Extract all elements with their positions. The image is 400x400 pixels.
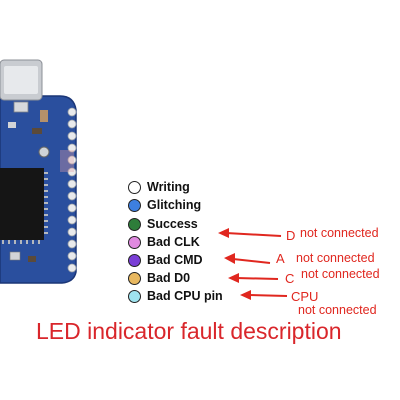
caption: LED indicator fault description [36, 318, 342, 344]
legend-label-bad-clk: Bad CLK [147, 235, 200, 249]
legend-label-bad-cmd: Bad CMD [147, 253, 203, 267]
arrow-cpu [240, 290, 288, 300]
legend-label-success: Success [147, 217, 198, 231]
legend-item-success: Success [128, 215, 198, 233]
legend-item-bad-d0: Bad D0 [128, 269, 190, 287]
legend-label-glitching: Glitching [147, 198, 202, 212]
legend-label-bad-cpu-pin: Bad CPU pin [147, 289, 223, 303]
arrow-a [224, 253, 271, 264]
arrow-c [228, 273, 279, 283]
arrow-d [218, 228, 282, 238]
legend-item-writing: Writing [128, 178, 190, 196]
led-dot-bad-cmd [128, 253, 141, 267]
annotation-a-code: A [276, 251, 285, 266]
annotation-a-text: not connected [296, 251, 375, 265]
annotation-c-code: C [285, 271, 295, 286]
annotation-d-code: D [286, 228, 296, 243]
legend-item-bad-cpu-pin: Bad CPU pin [128, 287, 223, 305]
arrows [218, 228, 288, 300]
legend-item-bad-cmd: Bad CMD [128, 251, 203, 269]
annotation-d-text: not connected [300, 226, 379, 240]
led-dot-bad-clk [128, 235, 141, 249]
annotation-cpu-code: CPU [291, 289, 319, 304]
led-dot-bad-cpu-pin [128, 289, 141, 303]
led-dot-success [128, 217, 141, 231]
led-dot-bad-d0 [128, 271, 141, 285]
legend-item-glitching: Glitching [128, 196, 201, 214]
annotation-c-text: not connected [301, 267, 380, 281]
legend-label-writing: Writing [147, 180, 190, 194]
led-dot-glitching [128, 198, 141, 212]
legend-label-bad-d0: Bad D0 [147, 271, 191, 285]
annotation-cpu-text: not connected [298, 303, 377, 317]
legend-item-bad-clk: Bad CLK [128, 233, 200, 251]
led-dot-writing [128, 180, 141, 194]
pcb-board-image [0, 59, 77, 284]
